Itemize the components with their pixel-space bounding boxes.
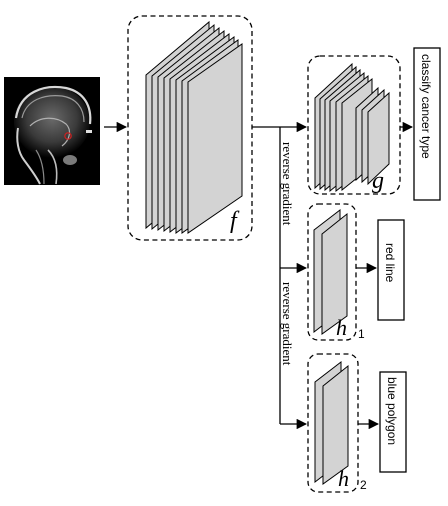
output-classify-box: classify cancer type xyxy=(413,47,441,201)
reverse-gradient-label-1: reverse gradient xyxy=(280,142,295,226)
module-g-label: g xyxy=(372,168,384,194)
module-f-label: f xyxy=(230,208,240,234)
tumor-marker xyxy=(64,132,72,140)
module-h2-label: h xyxy=(338,466,349,491)
module-h1: h 1 xyxy=(307,203,365,341)
module-h2: h 2 xyxy=(307,353,367,493)
module-h1-label: h xyxy=(336,315,347,340)
h1-layer-stack xyxy=(313,208,348,335)
module-f: f xyxy=(127,15,253,241)
module-g: g xyxy=(307,55,401,195)
output-red-line-label: red line xyxy=(383,243,397,283)
module-h1-subscript: 1 xyxy=(358,327,365,341)
f-layer-stack xyxy=(145,20,243,234)
g-layer-stack xyxy=(314,62,390,193)
output-red-line-box: red line xyxy=(377,219,405,321)
output-blue-polygon-label: blue polygon xyxy=(385,377,399,445)
output-classify-label: classify cancer type xyxy=(419,54,433,159)
reverse-gradient-label-2: reverse gradient xyxy=(280,282,295,366)
output-blue-polygon-box: blue polygon xyxy=(379,371,407,473)
h2-layer-stack xyxy=(314,360,349,485)
mri-input-image xyxy=(4,77,100,185)
module-h2-subscript: 2 xyxy=(360,478,367,492)
